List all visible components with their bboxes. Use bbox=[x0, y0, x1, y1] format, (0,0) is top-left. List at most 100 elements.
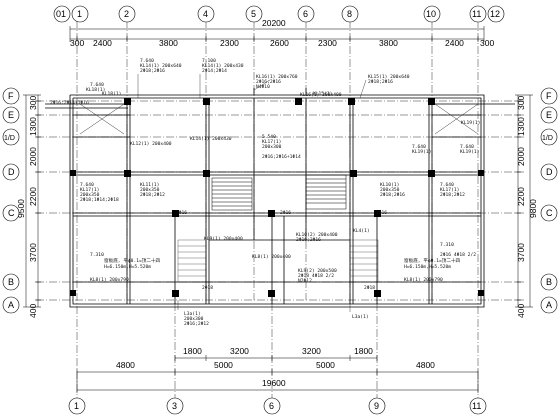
beam-annotation: 200x350 bbox=[140, 187, 160, 193]
top-dim-seg-6: 2300 bbox=[318, 38, 337, 48]
top-axis-bubbles bbox=[53, 5, 505, 23]
right-axis-F: F bbox=[546, 91, 552, 101]
right-axis-B: B bbox=[546, 277, 552, 287]
bottom-dim-r1-3: 3200 bbox=[302, 346, 321, 356]
top-overall-dim: 20200 bbox=[262, 18, 286, 28]
right-dim-300: 300 bbox=[516, 96, 526, 110]
beam-annotation: 2Φ18;2Φ16 bbox=[368, 79, 393, 85]
beam-annotation: KL11(1) bbox=[140, 182, 159, 188]
columns bbox=[70, 98, 484, 297]
beam-annotation: KL19(1) bbox=[460, 149, 479, 155]
bottom-dim-r2-1: 4800 bbox=[116, 360, 135, 370]
bottom-dim-r2-3: 5000 bbox=[316, 360, 335, 370]
beam-annotation: 2Φ18;1Φ14;2Φ18 bbox=[80, 197, 119, 203]
beam-annotation: KL16(1) 200x760 bbox=[256, 74, 298, 80]
beam-annotation: 2Φ14;2Φ14 bbox=[202, 68, 227, 74]
top-axis-4: 4 bbox=[203, 9, 208, 19]
bottom-dim-r1-2: 3200 bbox=[230, 346, 249, 356]
top-axis-11: 11 bbox=[472, 9, 481, 19]
bottom-dimension-lines bbox=[76, 355, 479, 393]
top-dim-seg-3: 3800 bbox=[159, 38, 178, 48]
left-dim-1300: 1300 bbox=[28, 117, 38, 136]
beam-outlines bbox=[45, 88, 515, 308]
beam-annotation: KL14(1) 200x430 bbox=[202, 63, 244, 69]
top-dim-seg-9: 300 bbox=[480, 38, 494, 48]
left-overall-dim: 9500 bbox=[16, 199, 26, 218]
beam-annotation: KL19(1) bbox=[461, 120, 480, 126]
beam-annotation: KL8(1) 200x400 bbox=[252, 254, 291, 260]
top-dim-seg-5: 2600 bbox=[270, 38, 289, 48]
beam-annotation: KL12(1) 200x400 bbox=[130, 141, 172, 147]
bottom-axis-11: 11 bbox=[472, 401, 481, 411]
bottom-axis-6: 6 bbox=[269, 401, 274, 411]
beam-annotation: 7.310 bbox=[90, 252, 104, 258]
beam-annotation: 200x350 bbox=[380, 187, 400, 193]
top-dim-seg-1: 300 bbox=[70, 38, 84, 48]
left-dim-2200: 2200 bbox=[28, 187, 38, 206]
top-axis-8: 8 bbox=[347, 9, 352, 19]
beam-annotation: H=6.150m,H=5.520m bbox=[104, 264, 151, 270]
beam-annotation: 2Φ16 4Φ18 2/2 bbox=[440, 252, 476, 258]
beam-annotation: KL18(1) bbox=[102, 91, 121, 97]
right-axis-A: A bbox=[546, 300, 552, 310]
beam-annotation: KL17(1) bbox=[262, 139, 281, 145]
top-dimension-lines bbox=[69, 26, 485, 42]
beam-annotation: KL14(1) 200x640 bbox=[140, 63, 182, 69]
beam-annotation: L3a(1) bbox=[352, 314, 369, 320]
beam-annotation: H=6.150m,H=5.520m bbox=[404, 264, 451, 270]
beam-annotation: 7.640 bbox=[140, 58, 154, 64]
beam-annotation: L3a(1) bbox=[184, 311, 201, 317]
beam-annotation: 2Φ18;2Φ16 bbox=[380, 192, 405, 198]
beam-annotation: KL4(1) bbox=[353, 228, 370, 234]
top-dim-seg-8: 2400 bbox=[445, 38, 464, 48]
bottom-axis-1: 1 bbox=[74, 401, 79, 411]
beam-annotation: KL15(1) 200x640 bbox=[368, 74, 410, 80]
right-axis-1D: 1/D bbox=[542, 135, 553, 142]
beam-annotation: KL10(1) bbox=[380, 182, 399, 188]
beam-annotation: 7.640 bbox=[80, 182, 94, 188]
beam-annotation: 2Φ16;2Φ14+1Φ16 bbox=[50, 100, 89, 106]
left-axis-1D: 1/D bbox=[4, 135, 15, 142]
opening-marks bbox=[79, 103, 479, 135]
beam-annotation: 2Φ18;2Φ12 bbox=[440, 192, 465, 198]
left-axis-B: B bbox=[8, 277, 14, 287]
beam-annotation: N4Φ10 bbox=[256, 84, 270, 90]
beam-annotation: 7.640 bbox=[412, 144, 426, 150]
bottom-overall-dim: 19600 bbox=[262, 378, 286, 388]
top-dim-seg-4: 2300 bbox=[220, 38, 239, 48]
right-axis-D: D bbox=[546, 167, 553, 177]
leader-lines bbox=[137, 74, 367, 312]
beam-annotation: 200x300 bbox=[262, 144, 282, 150]
bottom-axis-3: 3 bbox=[172, 401, 177, 411]
left-dim-2000: 2000 bbox=[28, 147, 38, 166]
beam-annotation: 2Φ18 bbox=[364, 285, 375, 291]
right-dim-400: 400 bbox=[516, 304, 526, 318]
bottom-dim-r2-2: 5000 bbox=[214, 360, 233, 370]
beam-annotation: 窗板底, 平ф0.1=顶二十四 bbox=[104, 257, 161, 264]
stair-left bbox=[211, 177, 253, 211]
beam-annotation: KL8(1) 200x790 bbox=[90, 277, 129, 283]
top-dim-seg-7: 3800 bbox=[379, 38, 398, 48]
stair-right bbox=[305, 174, 347, 210]
beam-annotation: 2Φ16;2Φ16+1Φ14 bbox=[262, 154, 301, 160]
top-axis-5: 5 bbox=[251, 9, 256, 19]
bottom-axis-bubbles bbox=[68, 397, 487, 415]
left-axis-C: C bbox=[8, 208, 15, 218]
top-axis-6: 6 bbox=[303, 9, 308, 19]
right-dim-1300: 1300 bbox=[516, 117, 526, 136]
right-dim-3700: 3700 bbox=[516, 243, 526, 262]
beam-annotation: KL17(1) bbox=[80, 187, 99, 193]
bottom-dim-r1-1: 1800 bbox=[183, 346, 202, 356]
bottom-dim-r1-4: 1800 bbox=[354, 346, 373, 356]
beam-annotation: 7.640 bbox=[440, 182, 454, 188]
beam-annotation: KL16(1) 200x400 bbox=[300, 92, 342, 98]
beam-annotation: N2Φ12 bbox=[298, 278, 312, 284]
beam-annotation: KL9(2) 200x500 bbox=[298, 268, 337, 274]
bottom-axis-9: 9 bbox=[374, 401, 379, 411]
beam-annotation: 2Φ16 bbox=[280, 210, 291, 216]
top-axis-2: 2 bbox=[124, 9, 129, 19]
beam-annotation: KL17(1) bbox=[440, 187, 459, 193]
beam-annotation: KL19(1) bbox=[412, 149, 431, 155]
left-dim-300: 300 bbox=[28, 96, 38, 110]
